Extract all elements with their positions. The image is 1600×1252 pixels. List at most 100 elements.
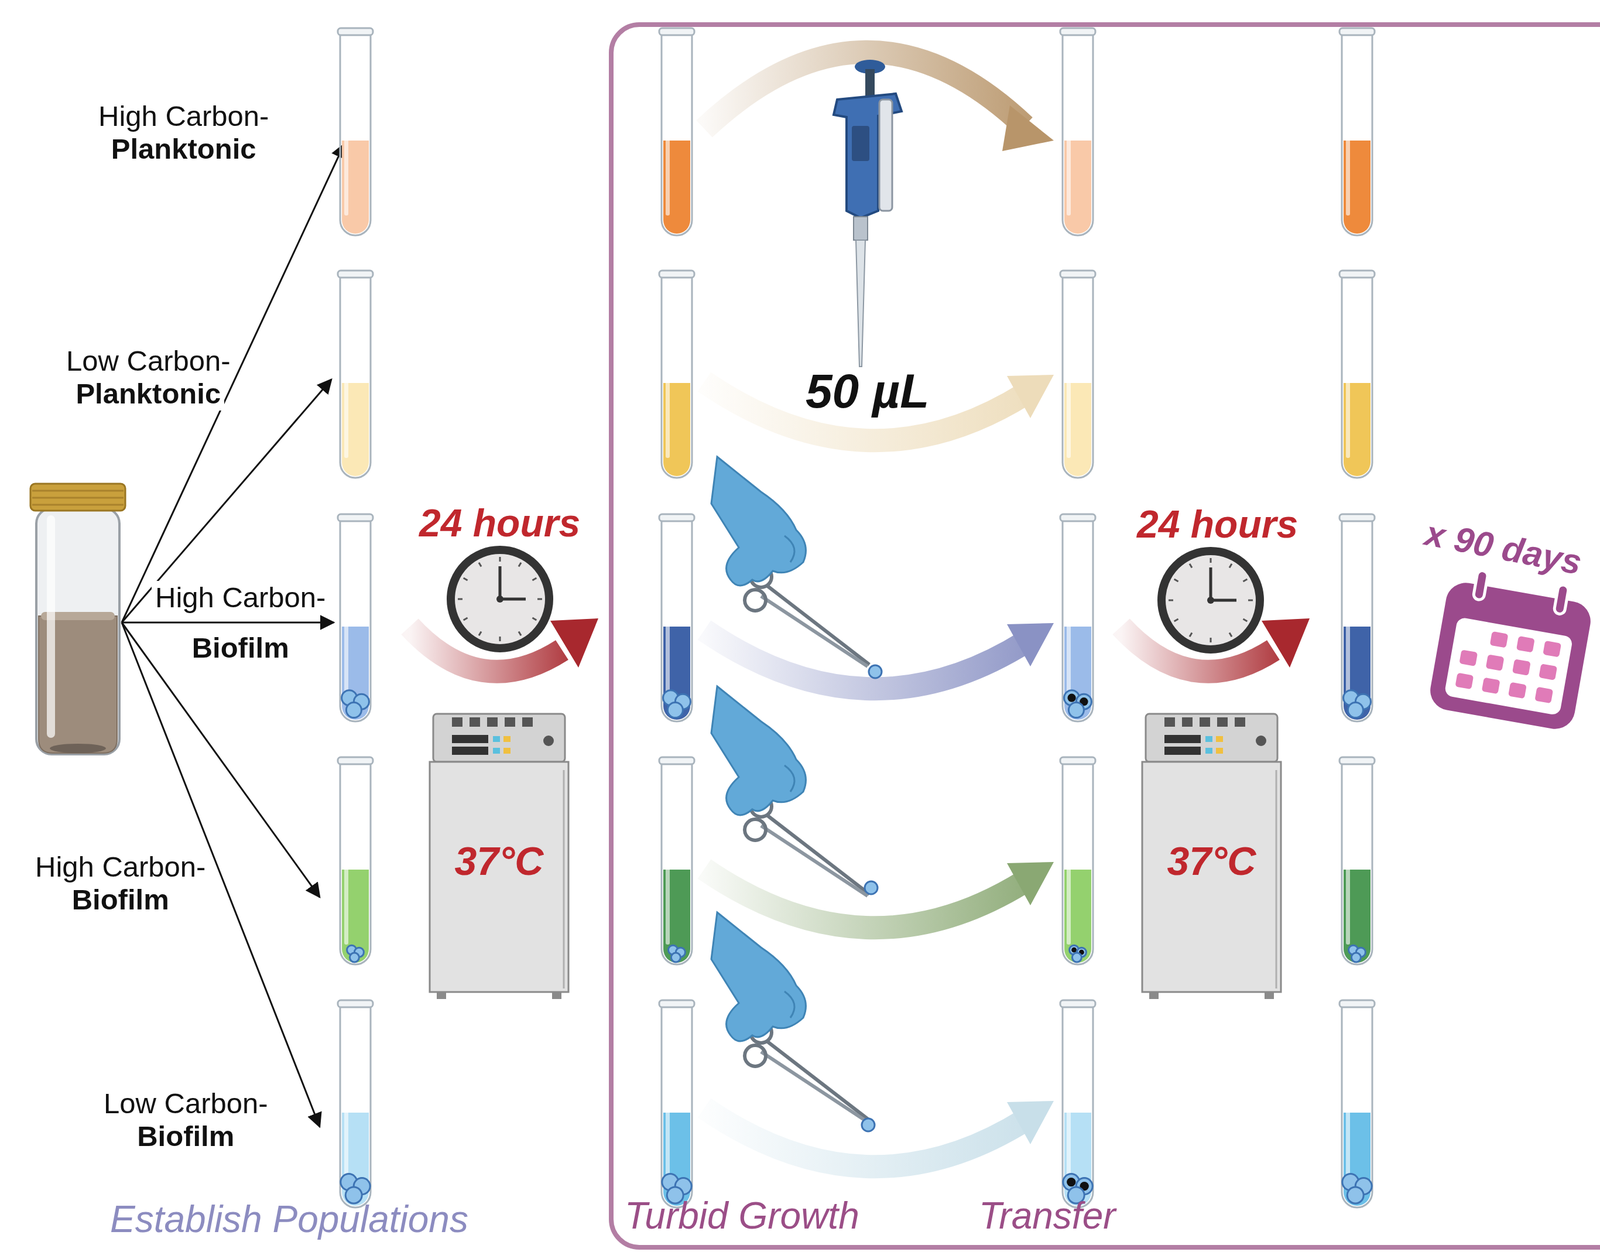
- biofilm-bead: [345, 702, 362, 718]
- volume-label: 50 µL: [805, 363, 930, 419]
- line-shape: [463, 617, 468, 620]
- culture-tube: [1060, 270, 1096, 478]
- path-shape: [340, 517, 371, 722]
- line-shape: [478, 562, 482, 567]
- transfer-arrow: [704, 868, 1026, 928]
- rect-shape: [879, 99, 893, 211]
- rect-shape: [1060, 756, 1096, 764]
- arrow-head: [1006, 622, 1054, 667]
- rect-shape: [1339, 514, 1375, 522]
- condition-label: Low Carbon-Biofilm: [100, 1086, 272, 1153]
- rect-shape: [665, 768, 670, 945]
- rect-shape: [659, 514, 695, 522]
- condition-label: High Carbon-Biofilm: [151, 580, 330, 665]
- biofilm-bead: [868, 665, 882, 678]
- rect-shape: [851, 125, 870, 161]
- rect-shape: [337, 514, 373, 522]
- biofilm-bead: [349, 952, 359, 962]
- rect-shape: [1339, 28, 1375, 36]
- circle-shape: [744, 1045, 766, 1067]
- condition-mode: Biofilm: [68, 882, 173, 916]
- path-shape: [784, 991, 795, 1018]
- rect-shape: [1345, 39, 1351, 216]
- rect-shape: [503, 747, 511, 754]
- line-shape: [537, 598, 543, 601]
- rect-shape: [36, 508, 120, 755]
- path-shape: [1341, 273, 1373, 478]
- rect-shape: [1339, 999, 1375, 1007]
- circle-shape: [450, 549, 550, 649]
- rect-shape: [1199, 717, 1211, 727]
- incubator-temperature: 37°C: [428, 837, 570, 884]
- rect-shape: [1164, 746, 1201, 755]
- culture-tube: [1339, 756, 1375, 965]
- rect-shape: [1481, 677, 1501, 694]
- line-shape: [499, 597, 526, 601]
- rect-shape: [492, 735, 500, 742]
- culture-tube: [1060, 999, 1096, 1208]
- line-shape: [766, 814, 870, 894]
- incubator-temperature: 37°C: [1141, 837, 1283, 884]
- rect-shape: [1339, 756, 1375, 764]
- line-shape: [766, 1040, 870, 1120]
- rect-shape: [1454, 672, 1474, 690]
- culture-tube: [337, 514, 373, 722]
- path-shape: [340, 1003, 371, 1208]
- culture-tube: [337, 28, 373, 236]
- duration-label: 24 hours: [419, 501, 581, 546]
- rect-shape: [1508, 682, 1527, 699]
- rect-shape: [1534, 686, 1554, 704]
- ellipse-shape: [49, 743, 106, 753]
- rect-shape: [1538, 663, 1558, 680]
- rect-shape: [659, 756, 695, 764]
- line-shape: [32, 490, 124, 492]
- path-shape: [784, 765, 795, 792]
- biofilm-bead: [864, 881, 878, 894]
- rect-shape: [665, 1011, 670, 1188]
- rect-shape: [1060, 514, 1096, 522]
- line-shape: [1210, 598, 1237, 602]
- rect-shape: [344, 282, 349, 458]
- condition-label: High Carbon-Biofilm: [31, 850, 210, 917]
- path-shape: [340, 760, 371, 965]
- rect-shape: [1066, 282, 1071, 458]
- rect-shape: [1149, 991, 1159, 999]
- line-shape: [1248, 599, 1253, 602]
- biofilm-bead: [1071, 952, 1082, 962]
- rect-shape: [344, 39, 349, 216]
- culture-tube: [337, 270, 373, 478]
- line-shape: [1209, 567, 1213, 601]
- condition-mode: Biofilm: [133, 1119, 238, 1153]
- rect-shape: [659, 28, 695, 36]
- circle-shape: [1161, 550, 1260, 650]
- gloved-hand: [711, 686, 870, 896]
- line-shape: [1229, 632, 1232, 637]
- arrow-head: [1006, 861, 1054, 906]
- culture-tube: [1060, 514, 1096, 722]
- line-shape: [1242, 618, 1247, 622]
- path-shape: [661, 517, 692, 722]
- gloved-hand: [711, 456, 870, 667]
- rect-shape: [1215, 747, 1223, 754]
- incubator: 37°C: [428, 711, 570, 1000]
- line-shape: [457, 598, 463, 601]
- culture-tube: [337, 756, 373, 965]
- line-shape: [1189, 632, 1192, 637]
- circle-shape: [744, 589, 766, 611]
- rect-shape: [1205, 735, 1213, 742]
- path-shape: [1062, 31, 1094, 236]
- rect-shape: [503, 735, 511, 742]
- rect-shape: [1512, 658, 1531, 676]
- path-shape: [1341, 760, 1373, 965]
- duration-label: 24 hours: [1136, 502, 1298, 547]
- incubator: 37°C: [1141, 711, 1283, 1000]
- culture-tube: [659, 999, 695, 1208]
- line-shape: [1275, 769, 1278, 989]
- rect-shape: [1060, 270, 1096, 278]
- circle-shape: [543, 735, 554, 746]
- rect-shape: [337, 999, 373, 1007]
- rect-shape: [853, 216, 868, 241]
- path-shape: [1062, 760, 1094, 965]
